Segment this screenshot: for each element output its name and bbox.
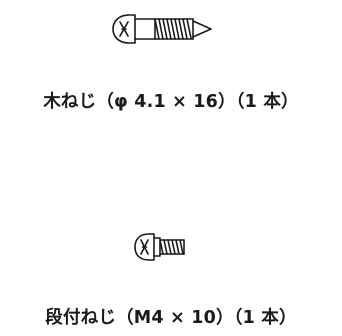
wood-screw-icon <box>109 8 234 50</box>
stepped-screw-icon <box>132 230 212 264</box>
stepped-screw-caption: 段付ねじ（M4 × 10）（1 本） <box>45 308 297 328</box>
wood-screw-caption: 木ねじ（φ 4.1 × 16）（1 本） <box>43 92 299 112</box>
